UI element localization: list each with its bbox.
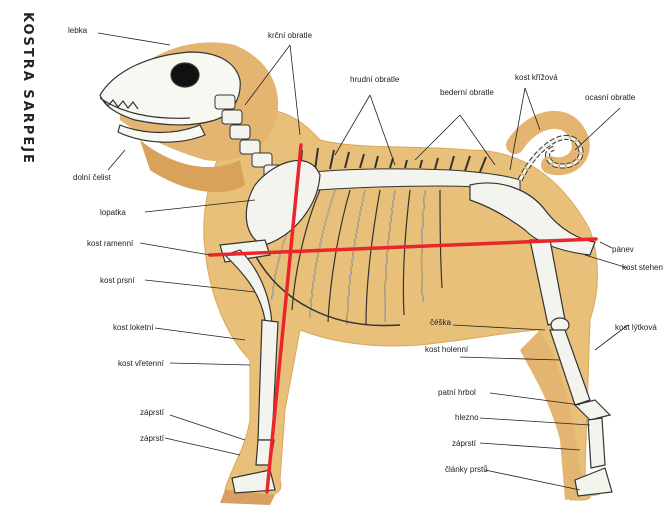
label-panev: pánev [612,245,634,254]
label-kost-loketni: kost loketní [113,323,154,332]
label-kost-prsni: kost prsní [100,276,135,285]
label-dolni-celist: dolní čelist [73,173,112,182]
label-patni-hrbol: patní hrbol [438,388,476,397]
label-lebka: lebka [68,26,88,35]
label-kost-vretenni: kost vřetenní [118,359,165,368]
label-bederni-obratle: bederní obratle [440,88,494,97]
label-ceska: čéška [430,318,451,327]
label-zaprsti-2: záprstí [140,434,165,443]
label-hrudni-obratle: hrudní obratle [350,75,400,84]
label-kost-holenni: kost holenní [425,345,469,354]
label-krcni-obratle: krční obratle [268,31,313,40]
label-kost-krizova: kost křížová [515,73,558,82]
label-zaprsti-3: záprstí [452,439,477,448]
label-zaprsti: záprstí [140,408,165,417]
label-lopatka: lopatka [100,208,126,217]
label-ocasni-obratle: ocasní obratle [585,93,636,102]
label-kost-ramenni: kost ramenní [87,239,134,248]
label-clanky-prstu: články prstů [445,465,488,474]
label-kost-stehenni: kost stehenní [622,263,663,272]
label-hlezno: hlezno [455,413,479,422]
label-kost-lytkova: kost lýtková [615,323,657,332]
